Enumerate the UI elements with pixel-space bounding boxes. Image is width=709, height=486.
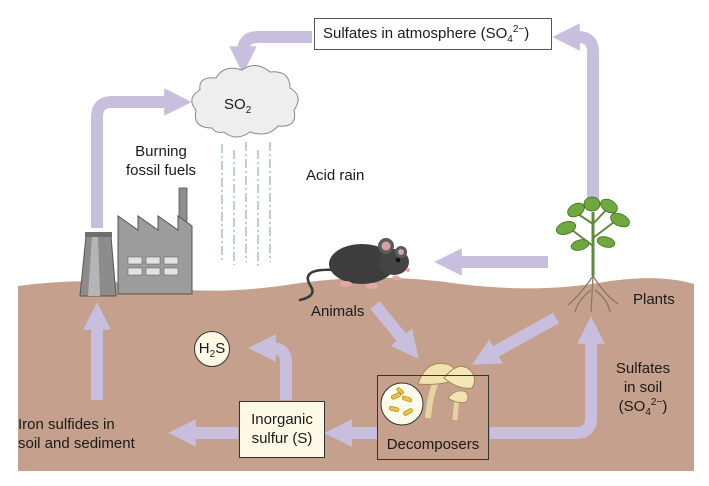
atmosphere-label: Sulfates in atmosphere (SO: [323, 25, 508, 42]
cycle-arrows: [83, 23, 605, 447]
soil-formula-superscript: 2−: [650, 397, 663, 408]
arrow-factory-to-cloud: [91, 88, 192, 228]
inorganic-line-2: sulfur (S): [251, 430, 313, 447]
h2s-subscript: 2: [209, 349, 216, 360]
burning-line-1: Burning: [135, 143, 187, 160]
arrow-plants-to-decomposers: [471, 312, 559, 365]
iron-line-2: soil and sediment: [18, 435, 135, 452]
acid-rain-label: Acid rain: [306, 167, 365, 184]
atmosphere-close-paren: ): [524, 25, 530, 42]
arrow-decomposers-to-plants: [490, 316, 605, 439]
inorganic-line-1: Inorganic: [251, 411, 313, 428]
so2-text: SO: [224, 96, 246, 113]
h2s-h: H: [198, 340, 210, 357]
h2s-badge: H2S: [194, 331, 230, 367]
soil-sulfates-line-3: (SO42−): [612, 397, 674, 418]
arrow-atmosphere-to-cloud: [229, 31, 312, 74]
inorganic-sulfur-box: Inorganic sulfur (S): [239, 401, 325, 458]
burning-fossil-fuels-label: Burning fossil fuels: [126, 142, 196, 180]
arrow-animals-to-decomposers: [370, 301, 419, 359]
decomposers-box: Decomposers: [377, 375, 489, 460]
plant-icon: [555, 196, 630, 313]
cloud-icon: [191, 65, 299, 138]
h2s-s: S: [215, 340, 226, 357]
mushroom-icon: [417, 362, 476, 421]
rain-icon: [221, 142, 271, 266]
decomposers-label: Decomposers: [386, 436, 480, 453]
so2-subscript: 2: [245, 105, 252, 116]
factory-icon: [117, 187, 193, 295]
soil-formula-subscript: 4: [645, 407, 651, 418]
soil-sulfates-line-1: Sulfates: [615, 360, 671, 377]
soil-formula-text: (SO: [618, 398, 646, 415]
soil-sulfates-line-2: in soil: [623, 379, 663, 396]
iron-line-1: Iron sulfides in: [18, 416, 115, 433]
soil-formula-close: ): [662, 398, 668, 415]
atmosphere-subscript: 4: [507, 34, 513, 45]
arrow-sulfur-to-h2s: [248, 334, 292, 400]
iron-sulfides-label: Iron sulfides in soil and sediment: [18, 415, 135, 453]
bacteria-icon: [380, 382, 424, 426]
mouse-icon: [298, 238, 410, 302]
plants-label: Plants: [633, 291, 675, 308]
burning-line-2: fossil fuels: [126, 162, 197, 179]
atmosphere-sulfates-box: Sulfates in atmosphere (SO42−): [314, 18, 552, 50]
soil-sulfates-label: Sulfates in soil (SO42−): [612, 359, 674, 418]
arrow-plants-to-atmosphere: [552, 23, 599, 200]
so2-label: SO2: [224, 95, 252, 116]
animals-label: Animals: [311, 303, 365, 320]
atmosphere-superscript: 2−: [512, 24, 525, 35]
smokestack-icon: [79, 232, 117, 297]
